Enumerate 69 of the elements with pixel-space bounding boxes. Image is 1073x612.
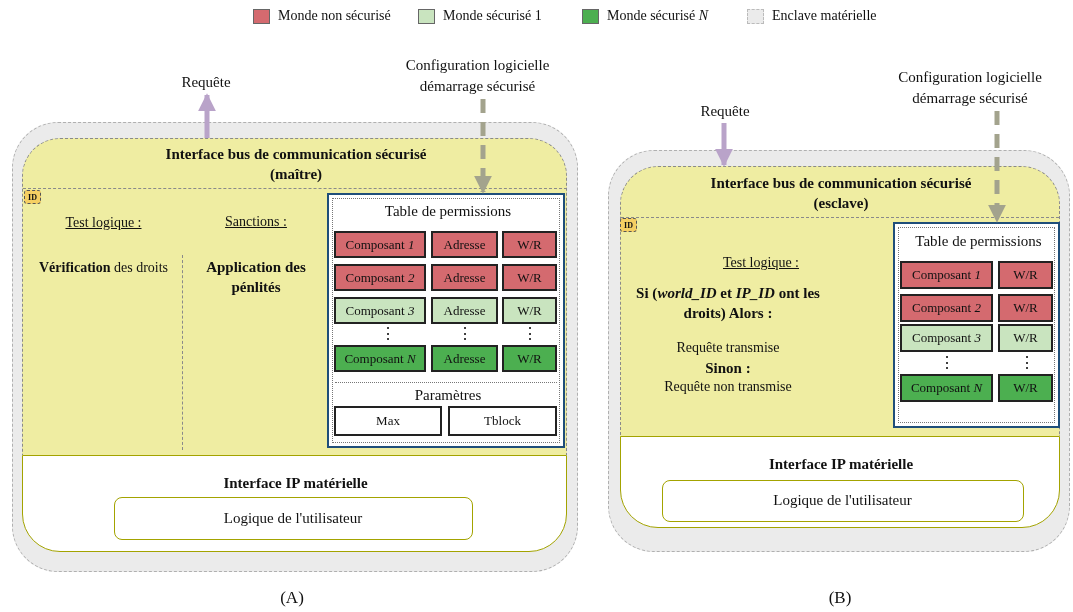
- id-tag: ID: [24, 190, 41, 204]
- panel-caption: (B): [827, 588, 853, 608]
- table-cell: W/R: [998, 261, 1053, 289]
- table-cell: Composant N: [334, 345, 426, 372]
- panel-title: Table de permissions: [915, 233, 1042, 249]
- table-cell: Composant 3: [334, 297, 426, 324]
- ip-interface-panel: [22, 455, 567, 552]
- bus-interface-panel: [620, 166, 1060, 436]
- table-cell: Composant 1: [334, 231, 426, 258]
- table-cell: Adresse: [431, 231, 498, 258]
- table-cell: Composant 2: [900, 294, 993, 322]
- table-cell: Composant 1: [900, 261, 993, 289]
- rule-text: Vérification des droits: [38, 260, 169, 275]
- ellipsis-mark: ⋮: [379, 324, 397, 344]
- parameter-field: Tblock: [448, 406, 557, 436]
- panel-title: Interface bus de communication sécurisé (maître): [165, 146, 427, 182]
- hardware-enclave: [12, 122, 578, 572]
- ellipsis-mark: ⋮: [521, 324, 539, 344]
- permission-table: [327, 193, 565, 448]
- arrow-caption: Requête: [168, 72, 244, 92]
- table-cell: W/R: [502, 264, 557, 291]
- table-cell: W/R: [998, 294, 1053, 322]
- arrow-caption: Configuration logicielle démarrage sécurisé: [886, 67, 1054, 109]
- table-cell: Adresse: [431, 264, 498, 291]
- table-cell: W/R: [998, 324, 1053, 352]
- section-heading: Test logique :: [65, 215, 142, 230]
- legend-label: Monde sécurisé 1: [443, 8, 542, 24]
- bus-interface-panel: [22, 138, 567, 455]
- section-heading: Sanctions :: [225, 214, 287, 229]
- arrow-caption: Requête: [688, 101, 762, 121]
- rule-text: Si (world_ID et IP_ID ont les droits) Alors :: [636, 285, 820, 321]
- section-heading: Test logique :: [723, 255, 799, 270]
- id-tag: ID: [620, 218, 637, 232]
- user-logic-box: Logique de l'utilisateur: [113, 496, 473, 540]
- rule-text: Application des pénlités: [206, 259, 306, 295]
- panel-caption: (A): [279, 588, 305, 608]
- table-cell: Composant 2: [334, 264, 426, 291]
- permission-table: [893, 222, 1060, 428]
- ip-interface-panel: [620, 436, 1060, 528]
- legend-label: Monde non sécurisé: [278, 8, 391, 24]
- legend-label: Monde sécurisé N: [607, 8, 709, 24]
- arrow: [988, 111, 1006, 223]
- rule-text: Requête non transmise: [664, 379, 792, 394]
- table-cell: Adresse: [431, 345, 498, 372]
- arrow-caption: Configuration logicielle démarrage sécurisé: [385, 55, 570, 97]
- ellipsis-mark: ⋮: [938, 353, 956, 373]
- table-cell: W/R: [502, 231, 557, 258]
- legend-label: Enclave matérielle: [772, 8, 877, 24]
- table-cell: Composant 3: [900, 324, 993, 352]
- panel-title: Interface IP matérielle: [768, 456, 914, 472]
- table-cell: W/R: [502, 297, 557, 324]
- table-cell: W/R: [998, 374, 1053, 402]
- panel-title: Table de permissions: [384, 203, 512, 219]
- ellipsis-mark: ⋮: [456, 324, 474, 344]
- rule-text: Paramètres: [414, 387, 482, 403]
- rule-text: Sinon :: [705, 360, 751, 376]
- hardware-enclave: [608, 150, 1070, 552]
- ellipsis-mark: ⋮: [1018, 353, 1036, 373]
- arrow: [715, 123, 733, 167]
- table-cell: Adresse: [431, 297, 498, 324]
- panel-title: Interface IP matérielle: [223, 475, 368, 491]
- user-logic-box: Logique de l'utilisateur: [661, 479, 1024, 522]
- panel-title: Interface bus de communication sécurisé (esclave): [710, 175, 972, 211]
- rule-text: Requête transmise: [676, 340, 780, 355]
- arrow: [474, 99, 492, 194]
- arrow: [198, 93, 216, 138]
- table-cell: Composant N: [900, 374, 993, 402]
- table-cell: W/R: [502, 345, 557, 372]
- parameter-field: Max: [334, 406, 442, 436]
